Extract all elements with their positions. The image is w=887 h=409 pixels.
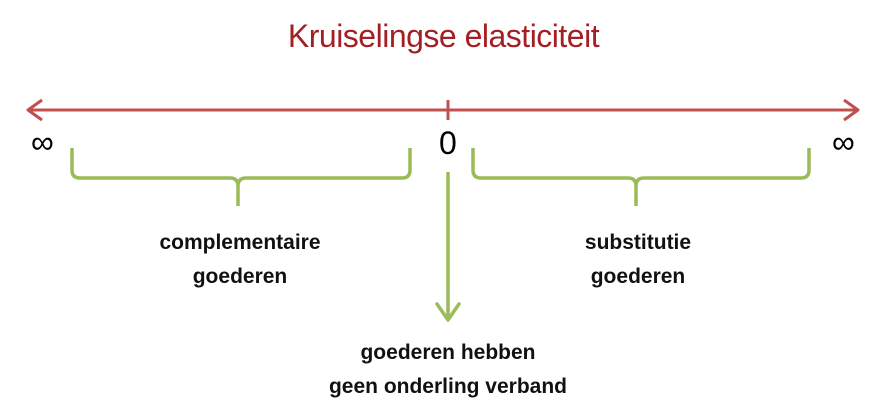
axis-left-arrow (26, 98, 43, 122)
substitute-goods-label: substitutie goederen (518, 226, 758, 294)
substitute-goods-line-1: substitutie (584, 231, 692, 254)
center-arrow-head (435, 302, 461, 322)
zero-symbol: 0 (439, 125, 457, 161)
unrelated-goods-line-2: geen onderling verband (328, 375, 568, 398)
complementary-goods-label: complementaire goederen (120, 226, 360, 294)
substitute-goods-line-2: goederen (590, 265, 686, 288)
complementary-goods-line-2: goederen (192, 265, 288, 288)
axis-right-arrow (843, 98, 860, 122)
right-brace (471, 148, 811, 206)
complementary-goods-line-1: complementaire (159, 231, 321, 254)
right-infinity-symbol: ∞ (832, 124, 855, 160)
diagram-title: Kruiselingse elasticiteit (287, 18, 600, 54)
unrelated-goods-label: goederen hebben geen onderling verband (298, 336, 598, 404)
left-brace (70, 148, 412, 206)
unrelated-goods-line-1: goederen hebben (360, 341, 536, 364)
left-infinity-symbol: ∞ (31, 124, 54, 160)
